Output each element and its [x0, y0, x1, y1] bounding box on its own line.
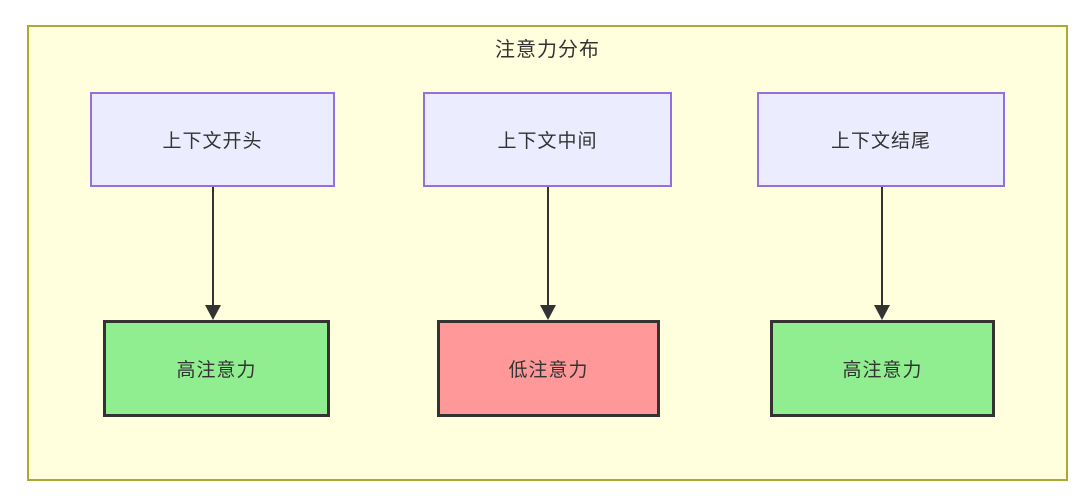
arrow-down-head-icon-1	[205, 305, 221, 320]
arrow-down-line-3	[881, 187, 883, 307]
node-context-start-label: 上下文开头	[162, 131, 263, 152]
diagram-title: 注意力分布	[495, 39, 600, 61]
arrow-down-head-icon-3	[874, 305, 890, 320]
node-low-attention: 低注意力	[437, 320, 660, 417]
arrow-down-line-1	[212, 187, 214, 307]
node-high-attention-2: 高注意力	[770, 320, 995, 417]
node-low-attention-label: 低注意力	[508, 360, 589, 381]
node-high-attention-1: 高注意力	[103, 320, 330, 417]
node-high-attention-1-label: 高注意力	[176, 360, 257, 381]
node-context-middle-label: 上下文中间	[497, 131, 598, 152]
arrow-down-line-2	[547, 187, 549, 307]
node-context-start: 上下文开头	[90, 92, 335, 187]
arrow-down-head-icon-2	[540, 305, 556, 320]
node-high-attention-2-label: 高注意力	[842, 360, 923, 381]
node-context-middle: 上下文中间	[423, 92, 672, 187]
node-context-end-label: 上下文结尾	[830, 131, 931, 152]
node-context-end: 上下文结尾	[757, 92, 1005, 187]
